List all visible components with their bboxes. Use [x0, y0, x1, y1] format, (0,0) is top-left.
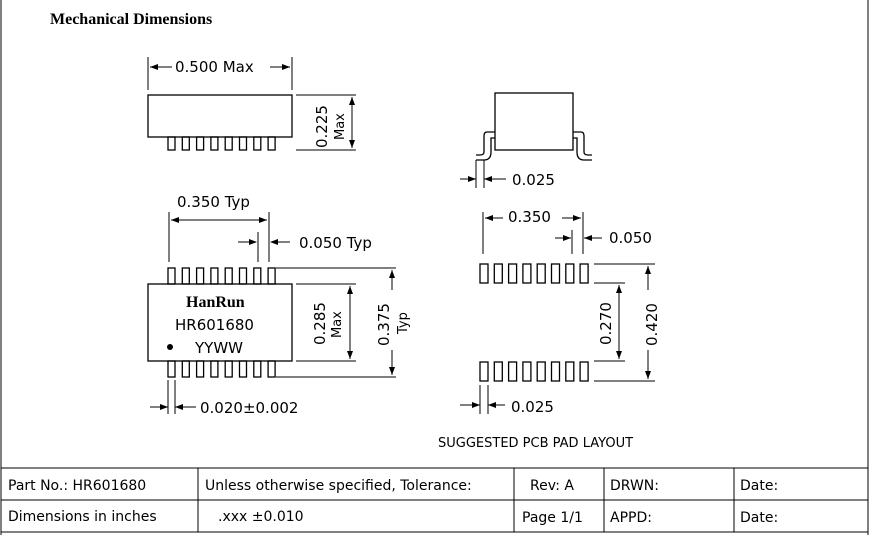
appd-cell: APPD:: [610, 510, 652, 526]
package-lead: [210, 267, 219, 285]
pcb-pad: [536, 361, 546, 382]
pcb-pad: [565, 263, 575, 284]
top-view-body: [147, 94, 293, 138]
pcb-pad: [522, 361, 532, 382]
pcb-pad: [550, 361, 561, 382]
package-lead: [224, 267, 233, 285]
pcb-pad: [579, 263, 589, 284]
package-body: [147, 283, 293, 362]
package-lead: [267, 267, 276, 285]
package-lead: [253, 360, 262, 378]
title-block: Part No.: HR601680 Unless otherwise spec…: [1, 467, 868, 533]
side-lead-dim: 0.025: [512, 171, 555, 189]
pitch-dim: 0.050 Typ: [299, 234, 372, 252]
section-heading: Mechanical Dimensions: [50, 11, 213, 28]
pcb-pad: [522, 263, 532, 284]
body-dim: 0.285: [311, 302, 329, 345]
page-cell: Page 1/1: [522, 510, 583, 526]
pcb-pad: [507, 361, 518, 382]
top-view-lead: [253, 136, 262, 151]
pcb-pad: [479, 263, 489, 284]
date-code-marking: YYWW: [194, 339, 243, 357]
pin1-dot: [167, 344, 173, 350]
pad-pitch-dim: 0.050: [609, 229, 652, 247]
body-dim-suffix: Max: [330, 311, 345, 338]
part-marking: HR601680: [175, 316, 254, 334]
tolerance-note-cell: Unless otherwise specified, Tolerance:: [205, 478, 472, 494]
top-view-lead: [181, 136, 190, 151]
side-lead-left-inner: [476, 137, 495, 161]
side-view-body: [494, 92, 574, 151]
top-view-lead: [210, 136, 219, 151]
package-lead: [167, 360, 176, 378]
package-lead: [238, 267, 248, 285]
pad-span-dim: 0.350: [508, 208, 551, 226]
top-view-leads: [167, 136, 276, 151]
package-view: HanRun HR601680 YYWW 0.350 Typ 0.050 Typ…: [147, 193, 411, 417]
package-lead: [224, 360, 233, 378]
pad-inner-dim: 0.270: [597, 302, 615, 345]
pcb-pad: [507, 263, 518, 284]
top-view: 0.500 Max 0.225 Max: [147, 57, 356, 151]
top-height-dim: 0.225: [313, 105, 331, 148]
units-cell: Dimensions in inches: [8, 509, 157, 525]
top-view-lead: [224, 136, 233, 151]
pcb-pad: [536, 263, 546, 284]
side-view: 0.025: [460, 92, 592, 189]
package-lead: [181, 267, 190, 285]
side-lead-right: [573, 131, 592, 156]
pad-outer-dim: 0.420: [643, 303, 661, 346]
rev-cell: Rev: A: [530, 478, 574, 494]
pcb-pad: [479, 361, 489, 382]
top-view-lead: [267, 136, 276, 151]
package-lead: [195, 360, 205, 378]
drwn-cell: DRWN:: [610, 478, 659, 494]
package-lead: [238, 360, 248, 378]
top-height-dim-suffix: Max: [333, 113, 348, 140]
top-view-lead: [167, 136, 176, 151]
pcb-pad: [565, 361, 575, 382]
pads-top-row: [479, 263, 589, 284]
lead-width-dim: 0.020±0.002: [200, 399, 298, 417]
pad-layout-caption: SUGGESTED PCB PAD LAYOUT: [438, 436, 633, 451]
pitch-span-dim: 0.350 Typ: [177, 193, 250, 211]
pcb-pad: [493, 263, 503, 284]
pad-layout: 0.350 0.050 0.270 0.420 0.025 SUGGESTED: [438, 208, 661, 451]
pcb-pad: [493, 361, 503, 382]
tolerance-value-cell: .xxx ±0.010: [218, 509, 304, 525]
date-cell-1: Date:: [740, 478, 778, 494]
top-width-dim: 0.500 Max: [175, 58, 254, 76]
package-leads-bottom: [167, 360, 276, 378]
date-cell-2: Date:: [740, 510, 778, 526]
pads-bottom-row: [479, 361, 589, 382]
pad-width-dim: 0.025: [511, 398, 554, 416]
top-view-lead: [195, 136, 205, 151]
lead-span-dim: 0.375: [375, 303, 393, 346]
lead-span-dim-suffix: Typ: [396, 312, 411, 335]
pcb-pad: [579, 361, 589, 382]
package-lead: [195, 267, 205, 285]
top-view-lead: [238, 136, 248, 151]
package-leads-top: [167, 267, 276, 285]
package-lead: [181, 360, 190, 378]
package-lead: [267, 360, 276, 378]
package-lead: [167, 267, 176, 285]
package-lead: [210, 360, 219, 378]
package-lead: [253, 267, 262, 285]
part-no-cell: Part No.: HR601680: [8, 478, 146, 494]
side-lead-left: [476, 131, 495, 156]
side-lead-right-inner: [573, 137, 592, 161]
pcb-pad: [550, 263, 561, 284]
brand-marking: HanRun: [186, 294, 245, 311]
